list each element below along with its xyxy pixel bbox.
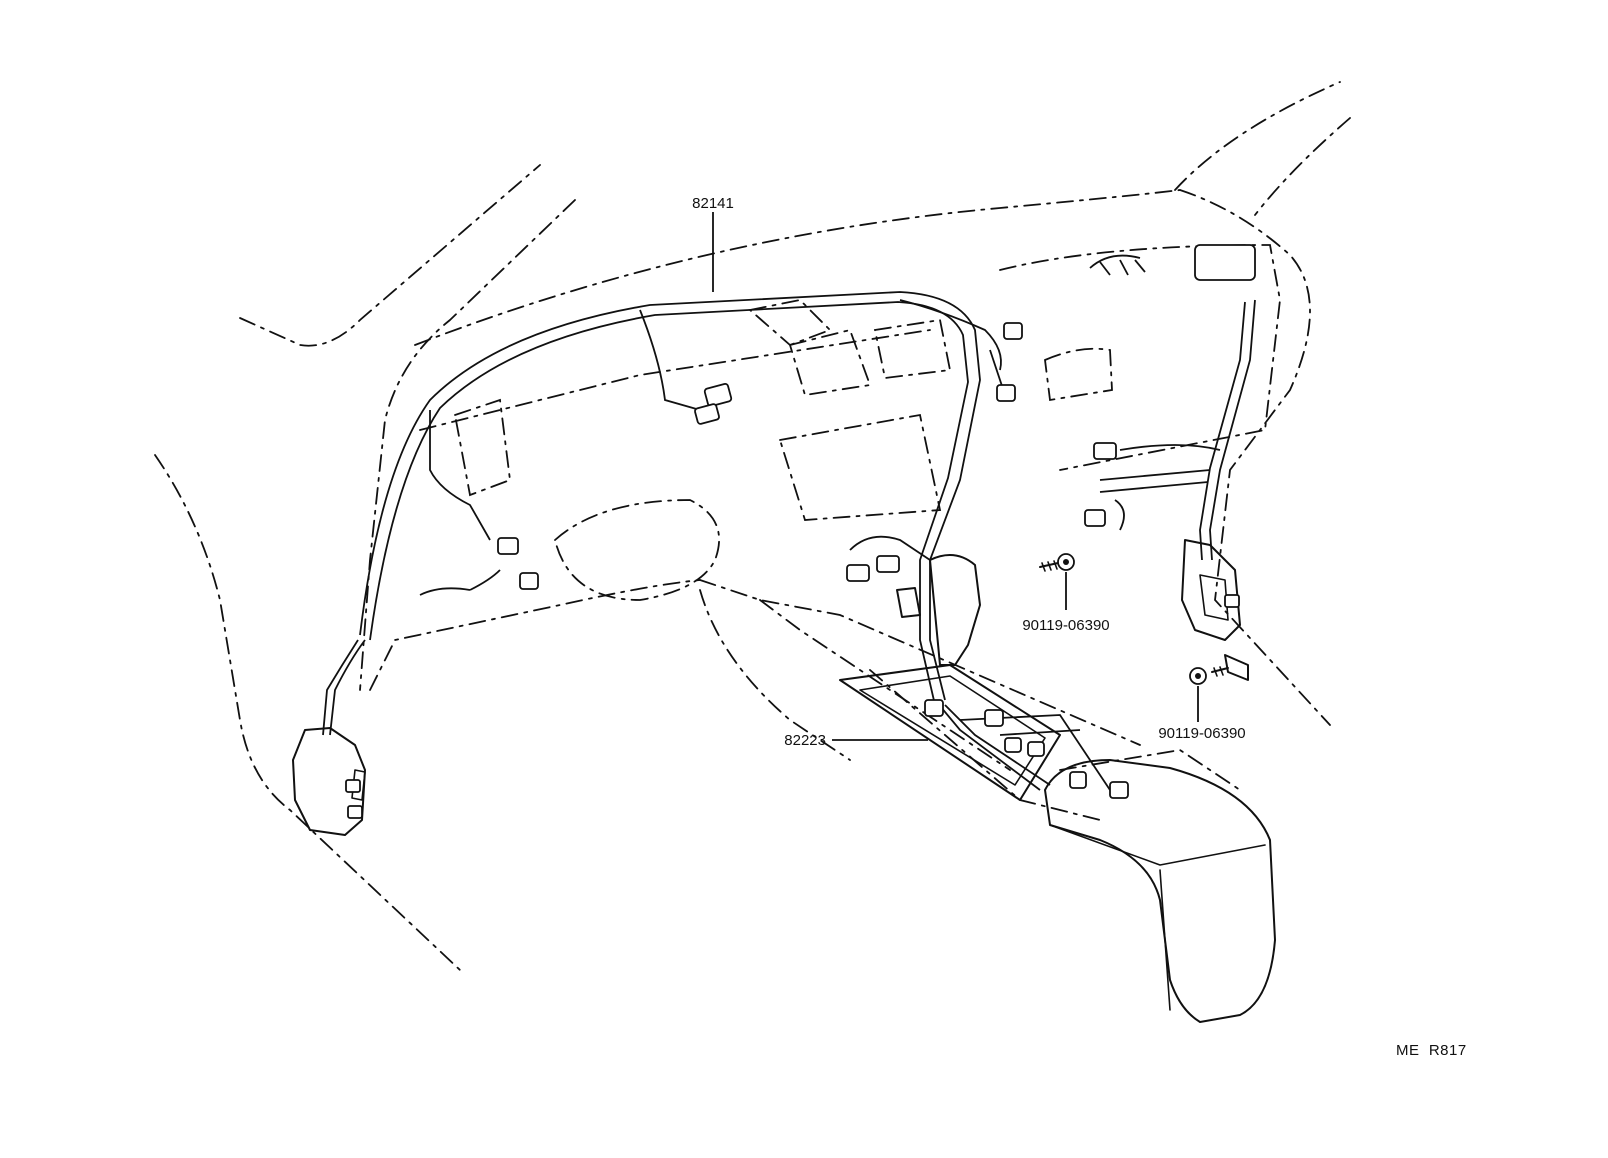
center-bracket (896, 554, 981, 666)
right-kick-module (1181, 539, 1249, 681)
left-kick-module (292, 727, 366, 836)
body-outline (154, 81, 1351, 971)
callout-bolt-right: 90119-06390 (1158, 725, 1245, 742)
connectors (497, 244, 1256, 799)
center-console (839, 664, 1276, 1023)
bolt-center (1039, 553, 1075, 572)
callout-bolt-center: 90119-06390 (1022, 617, 1109, 634)
callout-82223: 82223 (784, 732, 826, 749)
bolt-right (1189, 666, 1229, 685)
callout-82141: 82141 (692, 195, 734, 212)
figure-code: ME R817 (1396, 1042, 1467, 1059)
instrument-panel-harness (322, 254, 1256, 791)
